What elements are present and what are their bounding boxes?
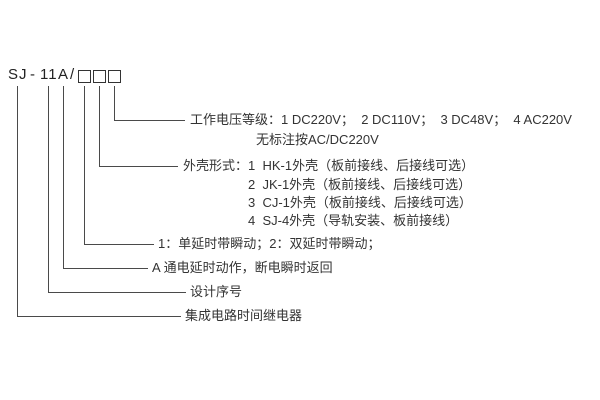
label-action-mode: A 通电延时动作，断电瞬时返回 xyxy=(152,260,333,275)
connector-design-line xyxy=(48,86,186,293)
label-voltage-grade: 工作电压等级：1 DC220V； 2 DC110V； 3 DC48V； 4 AC… xyxy=(190,112,572,127)
label-delay-type: 1：单延时带瞬动；2：双延时带瞬动； xyxy=(158,236,381,251)
label-case-type-2: 2 JK-1外壳（板前接线、后接线可选） xyxy=(248,177,472,192)
connector-voltage-line xyxy=(114,86,185,121)
connector-action-line xyxy=(63,86,148,269)
model-dash: - xyxy=(30,66,36,83)
connector-case-line xyxy=(99,86,178,167)
model-series: 11 xyxy=(40,66,58,83)
model-slash: / xyxy=(70,66,76,83)
model-prefix: SJ xyxy=(8,66,28,83)
connector-product-line xyxy=(17,86,181,317)
option-box-delay-type xyxy=(78,70,91,83)
option-box-voltage xyxy=(108,70,121,83)
label-design-serial: 设计序号 xyxy=(190,284,243,299)
connector-delay-line xyxy=(84,86,154,245)
option-box-case-type xyxy=(93,70,106,83)
label-product-name: 集成电路时间继电器 xyxy=(185,308,303,323)
label-voltage-note: 无标注按AC/DC220V xyxy=(256,132,379,147)
label-case-type-3: 3 CJ-1外壳（板前接线、后接线可选） xyxy=(248,195,472,210)
label-case-type-1: 外壳形式：1 HK-1外壳（板前接线、后接线可选） xyxy=(183,158,475,173)
model-suffix: A xyxy=(58,66,70,83)
label-case-type-4: 4 SJ-4外壳（导轨安装、板前接线） xyxy=(248,213,459,228)
